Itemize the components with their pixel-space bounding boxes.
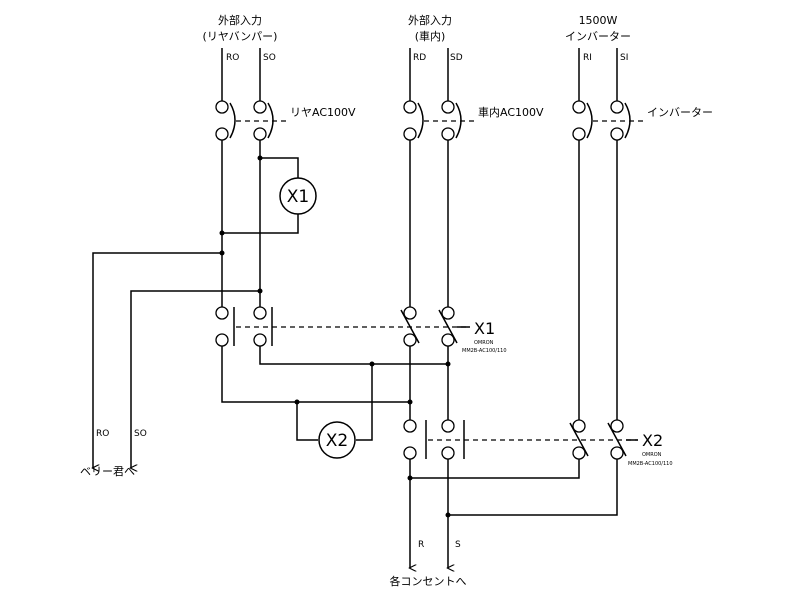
coil-x1: X1 <box>279 177 317 215</box>
label-so-top: SO <box>263 53 276 63</box>
breaker-cabin-label: 車内AC100V <box>478 105 544 119</box>
source-cabin-title: 外部入力 <box>408 13 452 27</box>
output-berry: ベリー君へ <box>80 465 135 478</box>
breaker-rear-label: リヤAC100V <box>290 106 356 119</box>
relay-x1-model: MM2B-AC100/110 <box>462 348 507 354</box>
relay-x2-model: MM2B-AC100/110 <box>628 461 673 467</box>
coil-x1-circuit <box>219 140 299 307</box>
label-ro-bottom: RO <box>96 429 109 439</box>
source-rear-bumper: 外部入力 (リヤバンパー) <box>203 13 278 43</box>
breaker-cabin: 車内AC100V <box>403 100 544 141</box>
source-inverter: 1500W インバーター <box>565 14 631 43</box>
breaker-inverter-label: インバーター <box>647 106 713 119</box>
source-cabin-subtitle: (車内) <box>415 29 446 43</box>
source-rear-subtitle: (リヤバンパー) <box>203 30 278 43</box>
coil-x2-label: X2 <box>326 431 348 451</box>
label-ro-top: RO <box>226 53 239 63</box>
source-inverter-title: 1500W <box>579 14 618 27</box>
label-so-bottom: SO <box>134 429 147 439</box>
input-wires <box>221 48 618 101</box>
breaker-inverter: インバーター <box>572 100 713 141</box>
label-si-top: SI <box>620 53 628 63</box>
label-sd-top: SD <box>450 53 463 63</box>
outlet-wiring: R S 各コンセントへ <box>390 459 618 588</box>
source-inverter-subtitle: インバーター <box>565 30 631 43</box>
source-cabin: 外部入力 (車内) <box>408 13 452 43</box>
label-s-out: S <box>455 540 461 550</box>
relay-x2-name: X2 <box>642 431 663 450</box>
relay-x1-name: X1 <box>474 319 495 338</box>
label-ri-top: RI <box>583 53 592 63</box>
relay-x1-maker: OMRON <box>474 340 494 346</box>
breaker-rear: リヤAC100V <box>215 100 356 141</box>
relay-x2: X2 OMRON MM2B-AC100/110 <box>403 140 673 467</box>
coil-x2: X2 <box>318 421 356 459</box>
output-outlets: 各コンセントへ <box>390 574 467 588</box>
mid-wiring <box>221 346 451 441</box>
label-rd-top: RD <box>413 53 426 63</box>
label-r-out: R <box>418 540 424 550</box>
source-rear-title: 外部入力 <box>218 13 262 27</box>
coil-x1-label: X1 <box>287 187 309 207</box>
berry-branch: RO SO ベリー君へ <box>80 250 263 478</box>
relay-x2-maker: OMRON <box>642 452 662 458</box>
